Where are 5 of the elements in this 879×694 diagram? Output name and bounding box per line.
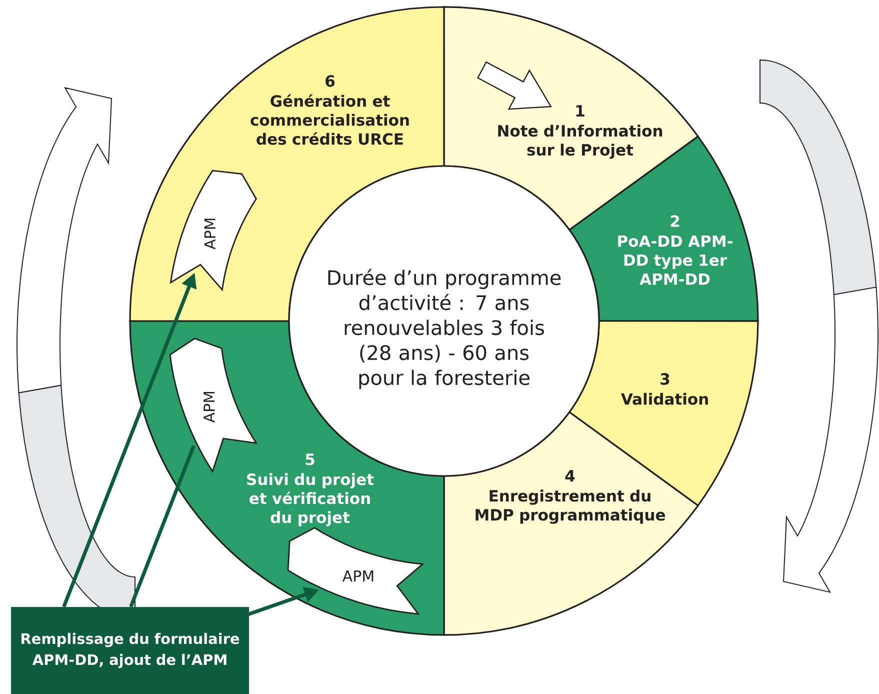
apm-tag: APM [169,338,258,474]
apm-tag: APM [170,170,258,292]
note-box: Remplissage du formulaire APM-DD, ajout de l’APM [11,606,249,694]
apm-tag: APM [287,526,424,615]
cycle-stage-sector: 4 Enregistrement du MDP programmatique [443,411,699,636]
